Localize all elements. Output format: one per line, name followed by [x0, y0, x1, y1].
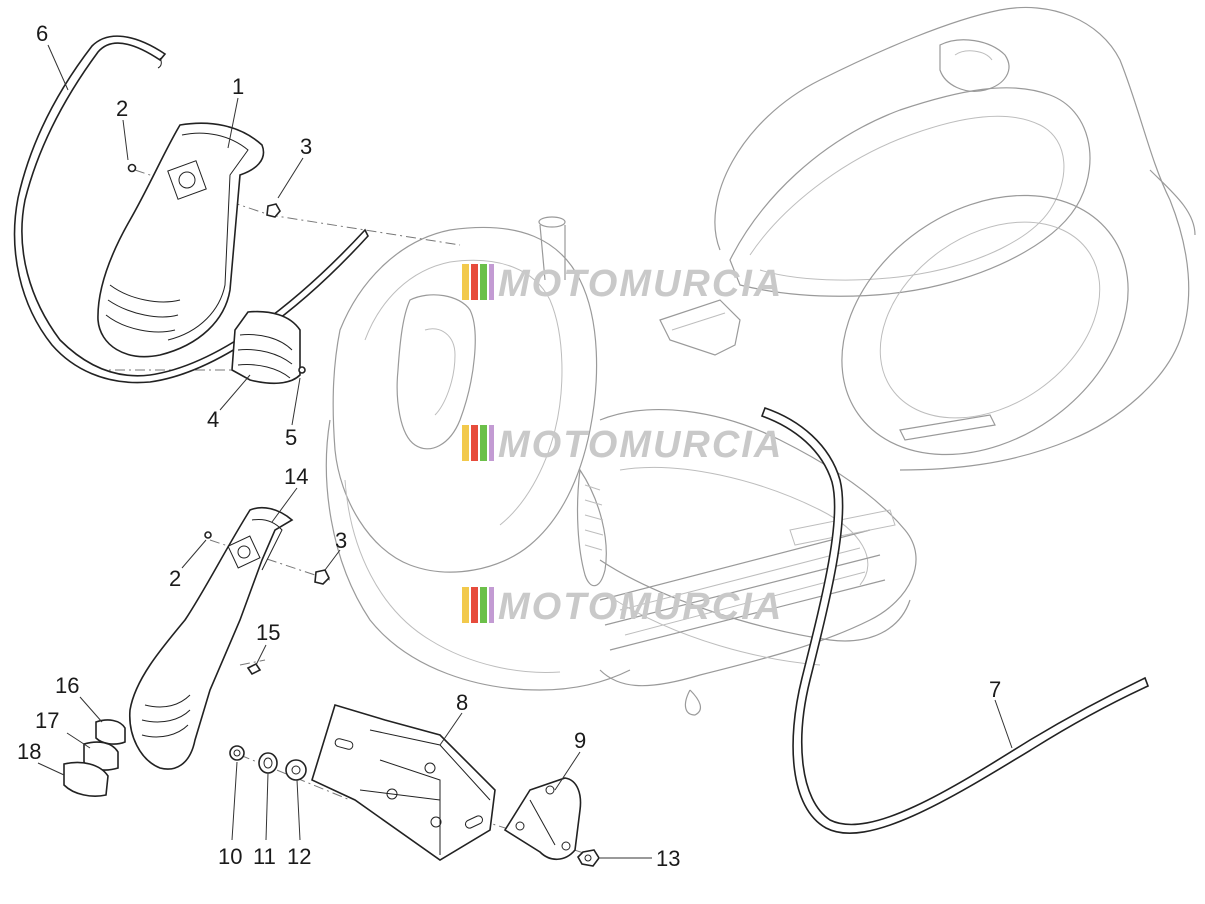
part-6-shield-trim [13, 35, 369, 384]
part-16-badge [95, 719, 126, 745]
callout-11: 11 [253, 844, 276, 869]
watermark-middle: MOTOMURCIA [462, 424, 783, 466]
callout-15: 15 [256, 620, 280, 645]
watermark-bottom: MOTOMURCIA [462, 586, 783, 628]
part-10-bolt [229, 745, 245, 761]
scooter-body-outline [325, 6, 1196, 716]
part-13-nut [577, 849, 600, 867]
callout-4: 4 [207, 407, 219, 432]
part-15-clip [246, 662, 262, 676]
part-1-front-cover [97, 122, 265, 358]
watermark-text: MOTOMURCIA [498, 263, 783, 305]
part-3-nut-upper [266, 203, 281, 218]
part-12-washer [285, 759, 307, 781]
part-4-grille-insert [231, 310, 301, 385]
callout-5: 5 [285, 425, 297, 450]
callout-1: 1 [232, 74, 244, 99]
watermark-top: MOTOMURCIA [462, 263, 783, 305]
part-18-badge [63, 761, 109, 797]
callout-leaders [37, 44, 1013, 859]
watermark-text: MOTOMURCIA [498, 424, 783, 466]
callout-17: 17 [35, 708, 59, 733]
callout-7: 7 [989, 677, 1001, 702]
callout-8: 8 [456, 690, 468, 715]
part-3-nut-lower [314, 569, 330, 585]
callout-3-upper: 3 [300, 134, 312, 159]
callout-3-lower: 3 [335, 528, 347, 553]
callout-16: 16 [55, 673, 79, 698]
callout-9: 9 [574, 728, 586, 753]
callout-10: 10 [218, 844, 242, 869]
callout-2-lower: 2 [169, 566, 181, 591]
watermark-text: MOTOMURCIA [498, 586, 783, 628]
callout-12: 12 [287, 844, 311, 869]
watermark-group: MOTOMURCIA MOTOMURCIA MOTOMURCIA [462, 263, 783, 628]
callout-13: 13 [656, 846, 680, 871]
callout-labels: 6 2 1 3 4 5 14 2 3 15 16 17 18 8 9 7 10 … [17, 21, 1001, 871]
part-14-lower-cover [129, 506, 294, 770]
part-11-washer [258, 752, 278, 774]
part-2-screw-upper [127, 163, 137, 173]
part-9-plate [503, 777, 582, 861]
callout-18: 18 [17, 739, 41, 764]
callout-2-upper: 2 [116, 96, 128, 121]
callout-14: 14 [284, 464, 308, 489]
part-5-screw [298, 366, 306, 374]
part-2-screw-lower [204, 531, 212, 539]
part-7-rubber-strip [760, 406, 1150, 834]
callout-6: 6 [36, 21, 48, 46]
part-8-bracket [311, 704, 496, 861]
